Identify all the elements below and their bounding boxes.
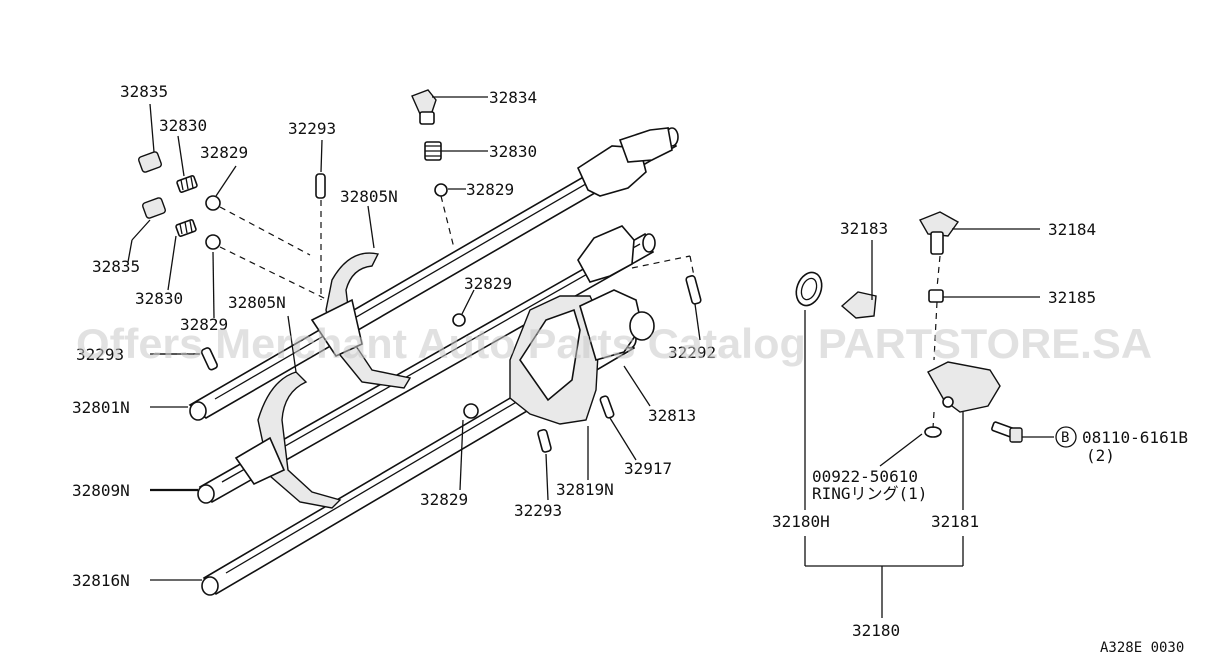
label-32829-lower: 32829: [180, 315, 228, 334]
label-32293-bottom: 32293: [514, 501, 562, 520]
label-32830-upper: 32830: [159, 116, 207, 135]
label-32830-top: 32830: [489, 142, 537, 161]
label-32835-lower: 32835: [92, 257, 140, 276]
label-32813: 32813: [648, 406, 696, 425]
label-32805N-upper: 32805N: [340, 187, 398, 206]
shift-rod-32809N: [197, 232, 656, 504]
pin-32293-left: [200, 347, 218, 371]
pin-32917: [599, 395, 615, 419]
o-ring-32180H: [795, 271, 823, 307]
label-32293-left: 32293: [76, 345, 124, 364]
label-32816N: 32816N: [72, 571, 130, 590]
bracket-32183: [840, 291, 877, 319]
detent-ball-32829-upper: [205, 195, 221, 211]
plug-32834: [411, 89, 437, 125]
rod-end-bracket-middle: [577, 225, 635, 283]
label-32834: 32834: [489, 88, 537, 107]
label-ring-code: 00922-50610: [812, 467, 918, 486]
label-32809N: 32809N: [72, 481, 130, 500]
label-32185: 32185: [1048, 288, 1096, 307]
pin-32292: [685, 275, 702, 305]
shift-fork-32805N-upper: [310, 252, 412, 389]
label-32829-top: 32829: [466, 180, 514, 199]
label-32181: 32181: [931, 512, 979, 531]
bolt-callout: B 08110-6161B (2): [1055, 426, 1188, 465]
assembly-dashed-lines: [160, 195, 941, 429]
label-bolt-code: 08110-6161B: [1082, 428, 1188, 447]
label-32801N: 32801N: [72, 398, 130, 417]
spring-32830-top: [424, 141, 442, 161]
watermark: Offers Merchant Auto Parts Catalog PARTS…: [76, 320, 1152, 367]
label-32819N: 32819N: [556, 480, 614, 499]
part-labels: 32835 32830 32829 32835 32830 32829 3229…: [72, 82, 1188, 656]
shift-fork-32805N-lower: [234, 371, 342, 509]
label-32829-mid: 32829: [464, 274, 512, 293]
rod-end-bracket-top: [576, 127, 673, 197]
figure-code: A328E 0030: [1100, 640, 1184, 656]
label-32830-lower: 32830: [135, 289, 183, 308]
label-32184: 32184: [1048, 220, 1096, 239]
label-ring-desc: RINGリング(1): [812, 484, 927, 503]
label-32293-top: 32293: [288, 119, 336, 138]
bolt-08110-6161B: [991, 421, 1023, 443]
detent-spring-32830-lower: [175, 219, 197, 237]
label-32829-bottom: 32829: [420, 490, 468, 509]
pin-32293-top: [315, 173, 326, 199]
label-32292: 32292: [668, 343, 716, 362]
detent-plug-32835-lower: [142, 197, 166, 219]
label-32829-upper: 32829: [200, 143, 248, 162]
switch-32184: [918, 211, 960, 255]
label-32917: 32917: [624, 459, 672, 478]
ball-32829-mid: [452, 313, 466, 327]
detent-spring-32830-upper: [176, 175, 198, 193]
shift-fork-32819N: [509, 289, 655, 425]
ball-32829-top: [434, 183, 448, 197]
bolt-circle-icon: [1055, 426, 1077, 448]
label-32835-upper: 32835: [120, 82, 168, 101]
housing-32181: [927, 361, 1001, 413]
label-32180: 32180: [852, 621, 900, 640]
label-32805N-lower: 32805N: [228, 293, 286, 312]
ring-00922-50610: [924, 426, 942, 438]
label-32180H: 32180H: [772, 512, 830, 531]
ball-32829-bottom: [463, 403, 479, 419]
label-bolt-circle: B: [1061, 430, 1069, 446]
detent-ball-32829-lower: [205, 234, 221, 250]
washer-32185: [928, 289, 944, 303]
pin-32293-bottom: [537, 428, 552, 453]
label-bolt-qty: (2): [1086, 446, 1115, 465]
label-32183: 32183: [840, 219, 888, 238]
detent-plug-32835-upper: [138, 151, 162, 173]
